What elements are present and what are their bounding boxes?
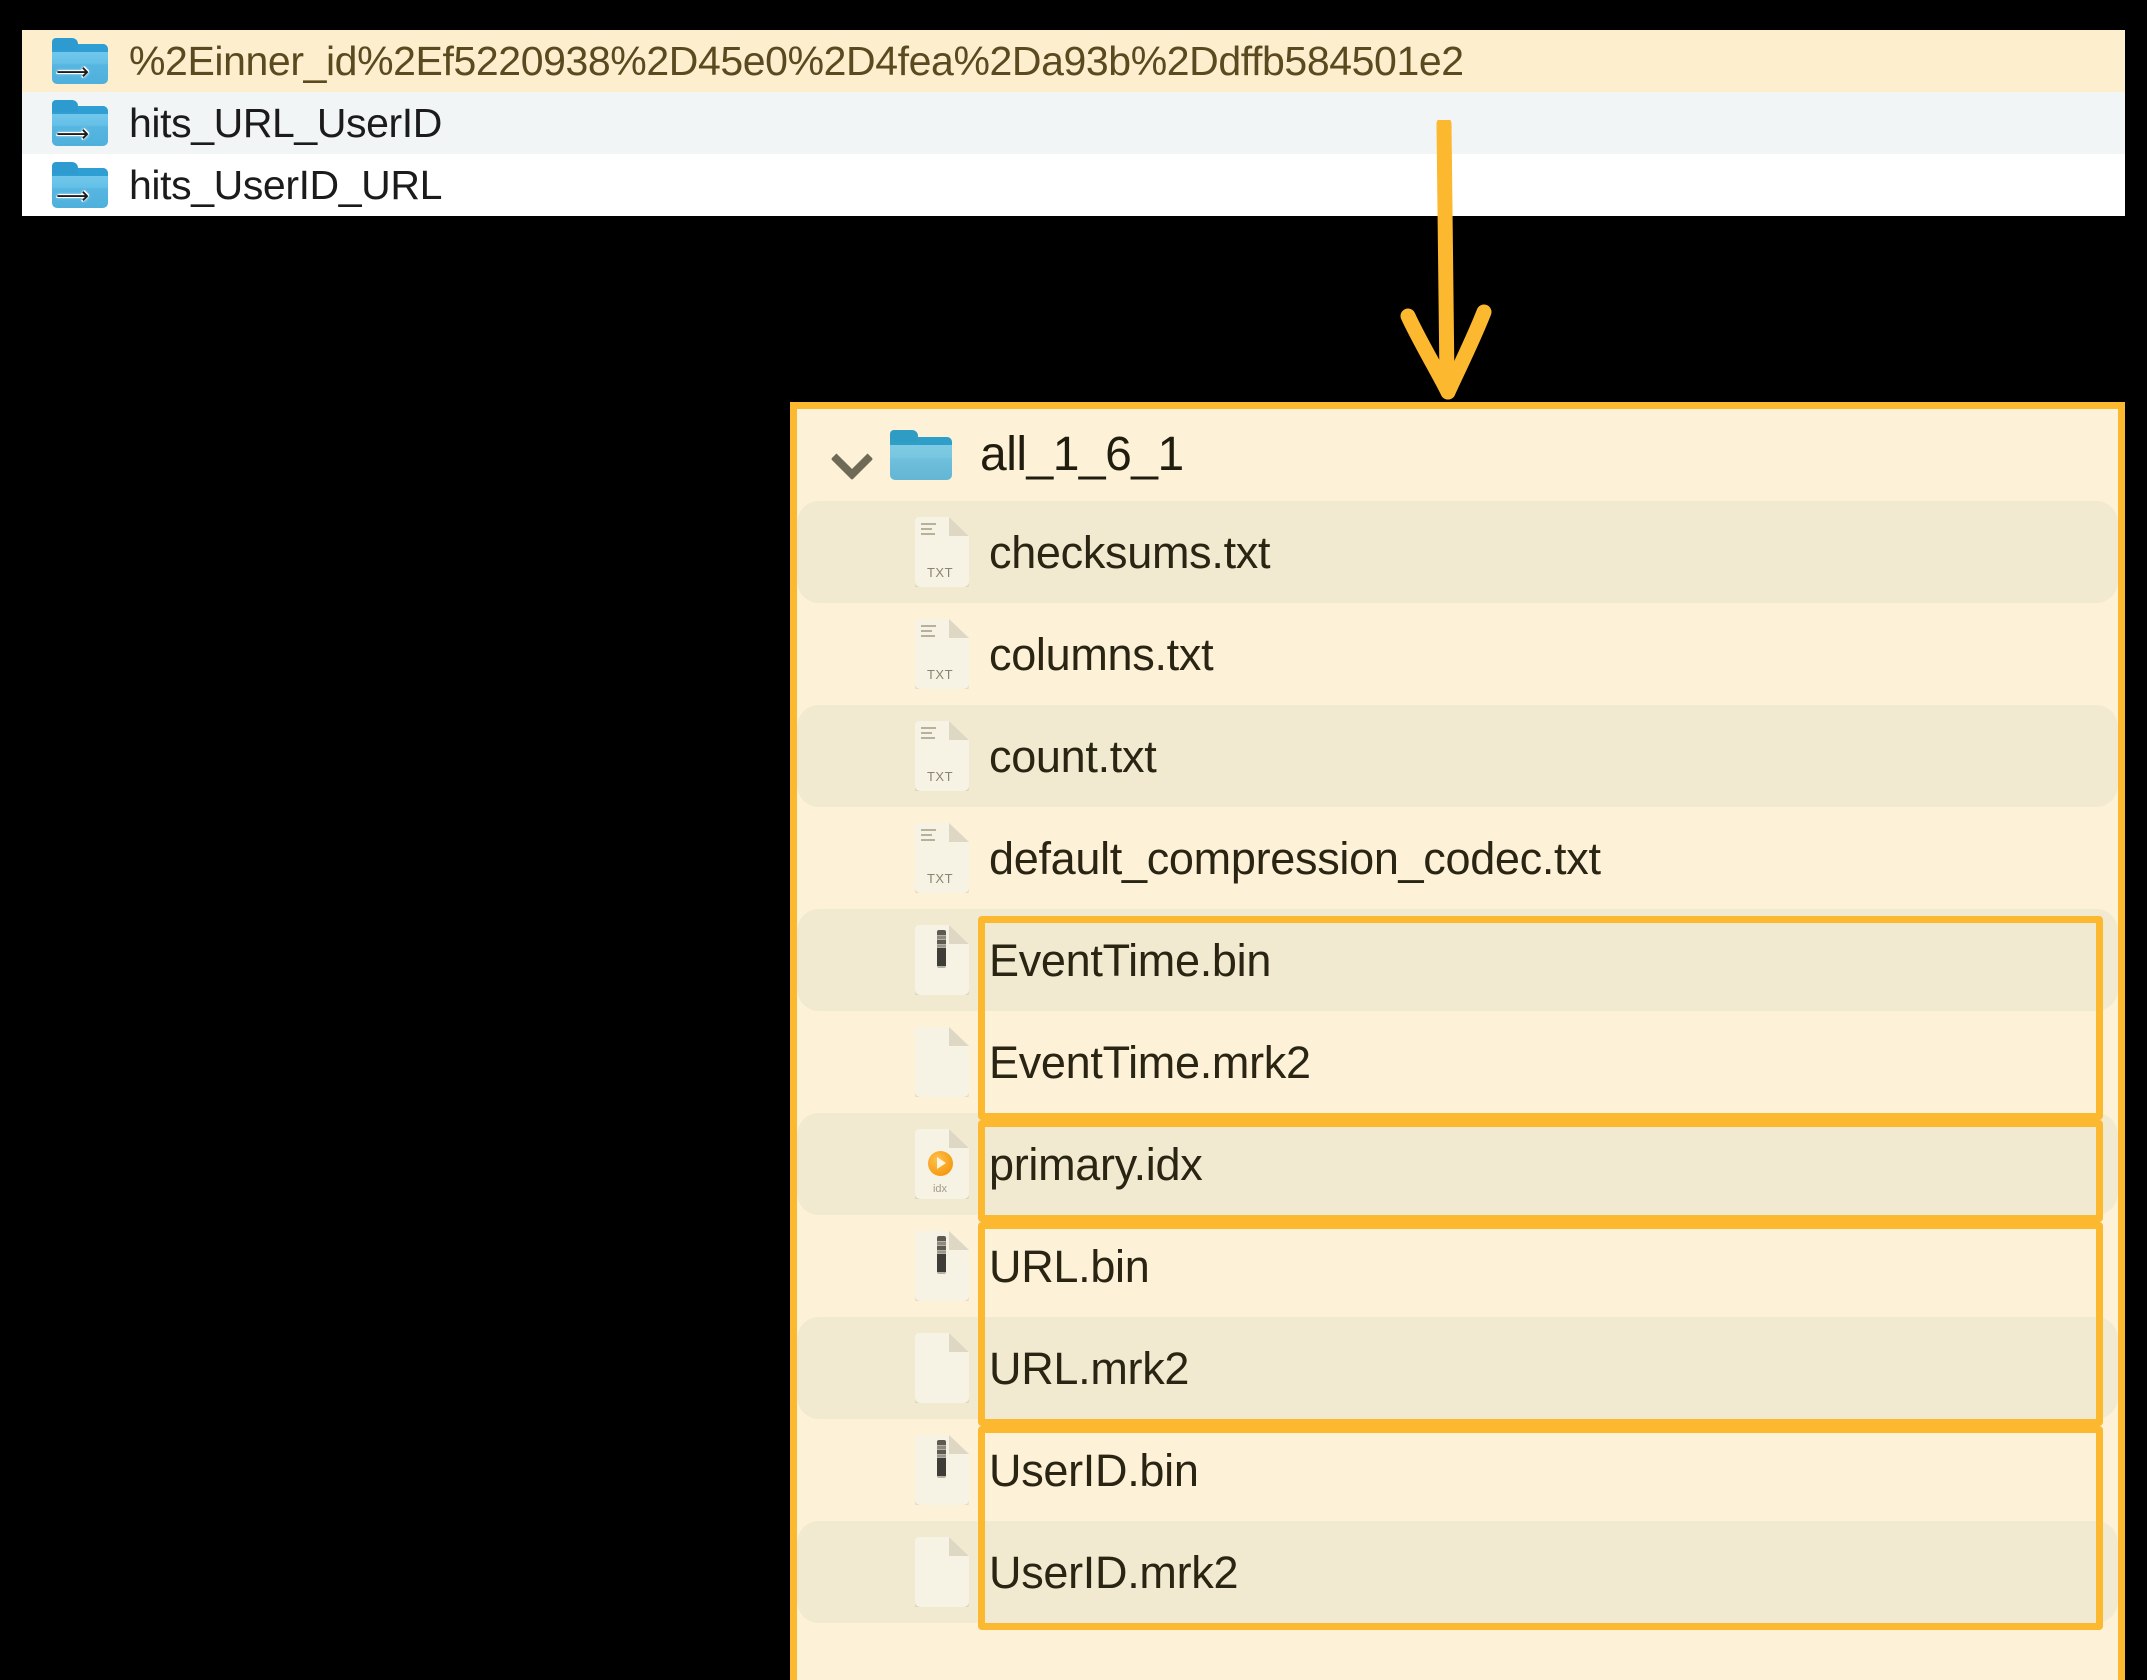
file-row[interactable]: TXT default_compression_codec.txt xyxy=(797,807,2118,909)
file-row[interactable]: idx primary.idx xyxy=(797,1113,2118,1215)
bin-file-icon xyxy=(915,925,969,995)
finder-alias-list[interactable]: ⟶ %2Einner_id%2Ef5220938%2D45e0%2D4fea%2D… xyxy=(22,30,2125,216)
panel-header-row[interactable]: all_1_6_1 xyxy=(797,409,2118,501)
file-row[interactable]: TXT count.txt xyxy=(797,705,2118,807)
file-type-tag: TXT xyxy=(926,667,954,682)
file-name-label: EventTime.bin xyxy=(989,934,1272,986)
file-name-label: default_compression_codec.txt xyxy=(989,832,1601,884)
list-item[interactable]: ⟶ %2Einner_id%2Ef5220938%2D45e0%2D4fea%2D… xyxy=(22,30,2125,92)
chevron-down-icon[interactable] xyxy=(830,434,872,476)
file-row[interactable]: UserID.bin xyxy=(797,1419,2118,1521)
file-row[interactable]: UserID.mrk2 xyxy=(797,1521,2118,1623)
txt-file-icon: TXT xyxy=(915,721,969,791)
list-item[interactable]: ⟶ hits_UserID_URL xyxy=(22,154,2125,216)
file-row[interactable]: URL.bin xyxy=(797,1215,2118,1317)
file-row[interactable]: TXT columns.txt xyxy=(797,603,2118,705)
folder-icon xyxy=(890,430,952,480)
list-item-label: hits_URL_UserID xyxy=(129,99,442,146)
file-row[interactable]: TXT checksums.txt xyxy=(797,501,2118,603)
file-name-label: UserID.mrk2 xyxy=(989,1546,1239,1598)
file-type-tag: TXT xyxy=(926,769,954,784)
blank-file-icon xyxy=(915,1027,969,1097)
bin-file-icon xyxy=(915,1231,969,1301)
list-item-label: %2Einner_id%2Ef5220938%2D45e0%2D4fea%2Da… xyxy=(129,37,1464,84)
file-name-label: URL.bin xyxy=(989,1240,1150,1292)
folder-alias-icon: ⟶ xyxy=(52,162,108,209)
file-type-tag: TXT xyxy=(926,565,954,580)
folder-alias-icon: ⟶ xyxy=(52,38,108,85)
file-row[interactable]: EventTime.bin xyxy=(797,909,2118,1011)
blank-file-icon xyxy=(915,1333,969,1403)
folder-alias-icon: ⟶ xyxy=(52,100,108,147)
txt-file-icon: TXT xyxy=(915,619,969,689)
list-item[interactable]: ⟶ hits_URL_UserID xyxy=(22,92,2125,154)
list-item-label: hits_UserID_URL xyxy=(129,161,442,208)
file-row[interactable]: URL.mrk2 xyxy=(797,1317,2118,1419)
file-name-label: count.txt xyxy=(989,730,1157,782)
file-name-label: EventTime.mrk2 xyxy=(989,1036,1311,1088)
idx-file-icon: idx xyxy=(915,1129,969,1199)
txt-file-icon: TXT xyxy=(915,823,969,893)
file-type-tag: TXT xyxy=(926,871,954,886)
file-row[interactable]: EventTime.mrk2 xyxy=(797,1011,2118,1113)
file-type-tag: idx xyxy=(932,1183,948,1195)
bin-file-icon xyxy=(915,1435,969,1505)
blank-file-icon xyxy=(915,1537,969,1607)
file-name-label: columns.txt xyxy=(989,628,1214,680)
file-name-label: URL.mrk2 xyxy=(989,1342,1190,1394)
file-name-label: primary.idx xyxy=(989,1138,1203,1190)
page-title: all_1_6_1 xyxy=(980,428,1184,481)
txt-file-icon: TXT xyxy=(915,517,969,587)
file-name-label: UserID.bin xyxy=(989,1444,1199,1496)
file-name-label: checksums.txt xyxy=(989,526,1271,578)
